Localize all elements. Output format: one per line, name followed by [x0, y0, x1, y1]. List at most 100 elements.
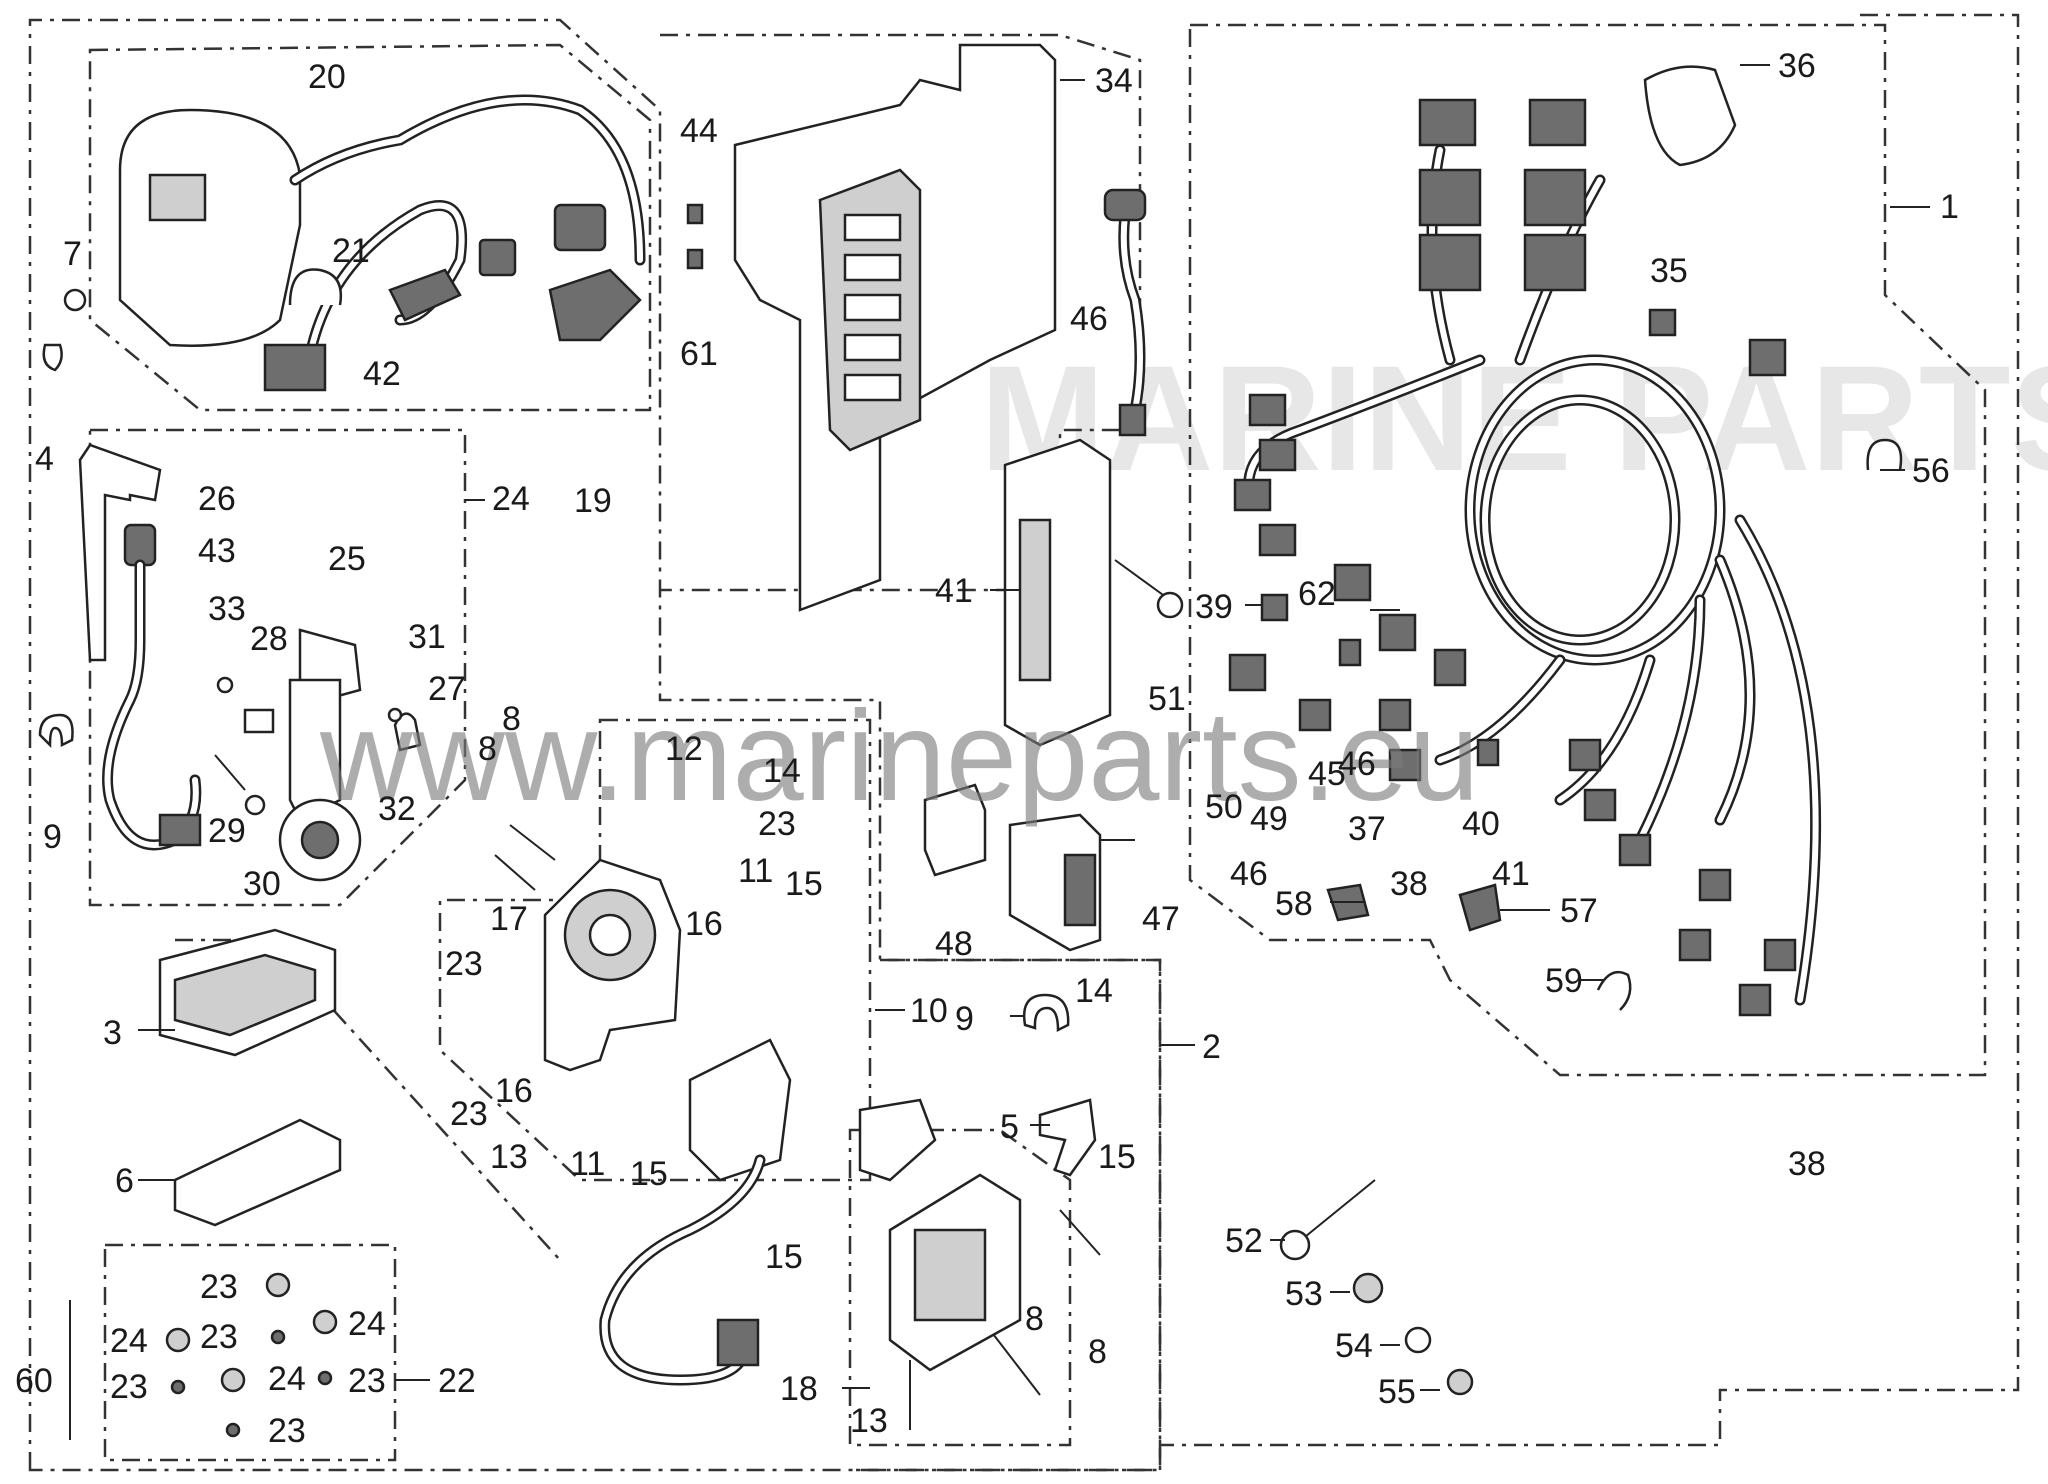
callout-56: 55 [1378, 1373, 1416, 1411]
callout-48: 47 [1142, 900, 1180, 938]
callout-24-c: 24 [348, 1305, 386, 1343]
callout-62-a: 61 [680, 335, 718, 373]
callout-13-b: 13 [850, 1402, 888, 1440]
connector-plug-small [478, 238, 517, 277]
part-62-fuse [686, 248, 704, 270]
part-38-upper [1378, 698, 1412, 732]
callout-23-a: 23 [445, 945, 483, 983]
part-47-lead-end [1118, 403, 1147, 437]
callout-45: 44 [680, 112, 718, 150]
callout-9-a: 9 [43, 818, 62, 856]
callout-24-a: 23 [200, 1268, 238, 1306]
callout-49: 48 [935, 925, 973, 963]
callout-23-g: 23 [268, 1412, 306, 1450]
part-44-sensor [123, 523, 157, 567]
callout-23-e: 23 [110, 1368, 148, 1406]
callout-33: 32 [378, 790, 416, 828]
url-watermark: www.marineparts.eu [319, 685, 1480, 828]
callout-16-a: 16 [685, 905, 723, 943]
callout-14-a: 14 [763, 752, 801, 790]
part-60-clip [1596, 970, 1632, 1011]
callout-10: 10 [910, 992, 948, 1030]
part-37-cap [1643, 65, 1737, 167]
callout-3: 3 [103, 1014, 122, 1052]
callout-58: 57 [1560, 892, 1598, 930]
callout-41-b: 41 [1492, 855, 1530, 893]
part-36-clip [1648, 308, 1677, 337]
part-58 [1458, 883, 1502, 932]
part-45-fuse [686, 203, 704, 225]
part-46-mid [1298, 698, 1332, 732]
callout-41-a: 40 [1462, 805, 1500, 843]
part-35-bracket [733, 43, 1057, 612]
callout-8-b: 8 [478, 730, 497, 768]
outline-3 [175, 938, 561, 1261]
callout-40: 39 [1195, 588, 1233, 626]
outline-2 [850, 958, 1162, 1472]
outline-19 [88, 43, 652, 412]
callout-18: 18 [780, 1370, 818, 1408]
callout-22: 22 [438, 1362, 476, 1400]
callout-7: 7 [63, 235, 82, 273]
part-38-lower [1388, 748, 1422, 782]
connector-plug [553, 203, 607, 252]
part-62-small [1338, 638, 1362, 667]
part-10-actuator [543, 858, 937, 1386]
callout-23-f: 23 [348, 1362, 386, 1400]
callout-15-a: 15 [785, 865, 823, 903]
part-44-connector [158, 813, 202, 847]
part-30-bolt [214, 754, 246, 791]
outline-1 [1160, 13, 2020, 1447]
callout-25: 24 [492, 480, 530, 518]
callout-9-b: 9 [955, 1000, 974, 1038]
callout-47: 46 [1070, 300, 1108, 338]
remote-box-display [148, 173, 207, 222]
callout-labels: 1 2 3 4 5 6 7 8 8 8 8 9 9 10 11 11 12 13… [15, 47, 1959, 1450]
part-56-washer [1446, 1368, 1474, 1396]
background-watermark: MARINE PARTS [980, 334, 2048, 502]
callout-15-b: 15 [630, 1155, 668, 1193]
callout-27: 26 [198, 480, 236, 518]
callout-23-d: 23 [200, 1318, 238, 1356]
callout-5: 5 [1000, 1108, 1019, 1146]
callout-57: 56 [1912, 452, 1950, 490]
callout-13-a: 13 [490, 1138, 528, 1176]
part-31-washer [244, 794, 266, 816]
callout-31: 30 [243, 865, 281, 903]
part-54-nut [1352, 1272, 1384, 1304]
coupler [858, 1098, 937, 1182]
callout-15-d: 15 [765, 1238, 803, 1276]
callout-50: 49 [1250, 800, 1288, 838]
callout-32: 31 [408, 618, 446, 656]
callout-8-a: 8 [502, 700, 521, 738]
part-57-clip [1866, 438, 1903, 471]
callout-19: 19 [574, 482, 612, 520]
part-52-bolt [1156, 591, 1184, 619]
callout-54: 53 [1285, 1275, 1323, 1313]
part-7-screw [63, 288, 87, 312]
callout-14-b: 14 [1075, 972, 1113, 1010]
part-8-bolt-lower [989, 1329, 1041, 1396]
part-29-plate [243, 708, 275, 734]
callout-8-d: 8 [1025, 1300, 1044, 1338]
plug-terminals [388, 268, 462, 322]
callout-23-b: 23 [450, 1095, 488, 1133]
part-8-bolt [1059, 1209, 1101, 1256]
callout-52: 51 [1148, 680, 1186, 718]
callout-53: 52 [1225, 1222, 1263, 1260]
callout-23-c: 23 [758, 805, 796, 843]
callout-15-c: 15 [1098, 1138, 1136, 1176]
callout-26: 25 [328, 540, 366, 578]
callout-30: 29 [208, 812, 246, 850]
part-34-screw [216, 676, 234, 694]
part-9-clip-left [38, 713, 74, 749]
remote-box-body [118, 108, 302, 347]
callout-43: 42 [363, 355, 401, 393]
callout-16-b: 16 [495, 1072, 533, 1110]
callout-6: 6 [115, 1162, 134, 1200]
callout-28: 27 [428, 670, 466, 708]
callout-20: 20 [308, 58, 346, 96]
callout-39: 38 [1788, 1145, 1826, 1183]
callout-2: 2 [1202, 1028, 1221, 1066]
